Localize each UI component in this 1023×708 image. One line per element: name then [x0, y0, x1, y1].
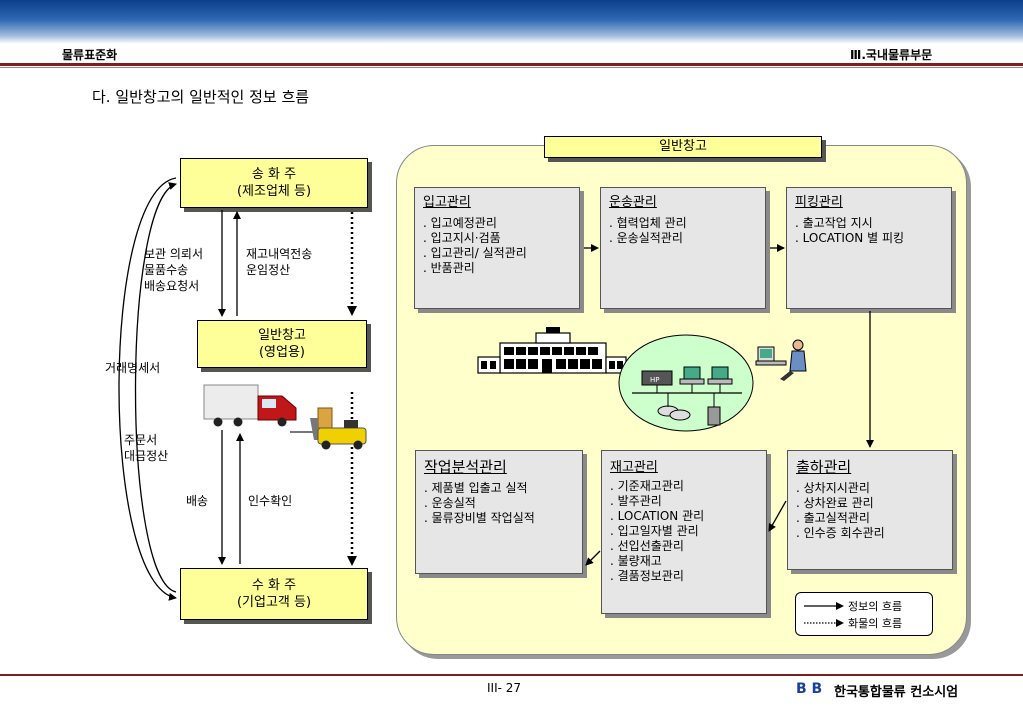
- arrow-shipping-inventory: [768, 500, 787, 532]
- consignee-line1: 수 화 주: [251, 578, 297, 593]
- picking-title: 피킹관리: [795, 195, 843, 210]
- transport-box: 운송관리 . 협력업체 관리 . 운송실적관리: [600, 187, 766, 309]
- inventory-item: . 불량재고: [610, 554, 662, 568]
- panel-title: 일반창고: [544, 136, 822, 158]
- company-logo: B B: [796, 681, 823, 697]
- workstation-icon: [711, 366, 729, 380]
- order-2: 대금정산: [124, 449, 169, 463]
- arrow-inventory-analysis: [585, 550, 601, 566]
- request-doc-2: 물품수송: [144, 263, 189, 277]
- section-title: 다. 일반창고의 일반적인 정보 흐름: [92, 88, 310, 106]
- header-rule: [0, 63, 1023, 66]
- inventory-report-2: 운임정산: [246, 263, 291, 277]
- inventory-item: . 선입선출관리: [610, 539, 684, 553]
- inventory-report-1: 재고내역전송: [246, 247, 313, 261]
- delivery-label: 배송: [186, 494, 209, 508]
- header-left-title: 물류표준화: [62, 48, 118, 62]
- legend-info-label: 정보의 흐름: [848, 600, 903, 613]
- inventory-report-label: 재고내역전송 운임정산: [246, 246, 312, 278]
- inbound-item: . 입고지시·검품: [423, 231, 501, 245]
- picking-box: 피킹관리 . 출고작업 지시 . LOCATION 별 피킹: [786, 187, 952, 309]
- picking-item: . LOCATION 별 피킹: [795, 231, 905, 245]
- inventory-title: 재고관리: [610, 460, 658, 475]
- top-gradient-bar: [0, 0, 1023, 44]
- legend-box: 정보의 흐름 화물의 흐름: [795, 592, 933, 636]
- shipping-item: . 상차지시관리: [796, 481, 870, 495]
- legend-goods-label: 화물의 흐름: [848, 617, 903, 630]
- warehouse-box: 일반창고 (영업용): [197, 320, 367, 368]
- consignee-box: 수 화 주 (기업고객 등): [180, 568, 368, 620]
- transport-item: . 협력업체 관리: [609, 216, 687, 230]
- inbound-title: 입고관리: [423, 195, 471, 210]
- tower-icon: [707, 406, 721, 426]
- curve-arrow-down: [118, 177, 177, 601]
- legend-lines: [804, 602, 844, 627]
- network-diagram: [618, 334, 754, 432]
- order-label: 주문서 대금정산: [124, 432, 168, 464]
- request-docs-label: 보관 의뢰서 물품수송 배송요청서: [144, 246, 203, 294]
- transport-item: . 운송실적관리: [609, 231, 683, 245]
- panel-flow-arrows: HP: [477, 244, 874, 566]
- header-rule-thin: [0, 67, 1023, 68]
- header-right-title: Ⅲ.국내물류부문: [850, 48, 933, 62]
- analysis-item: . 제품별 입출고 실적: [424, 481, 528, 495]
- shipper-line2: (제조업체 등): [236, 184, 312, 199]
- shipper-box: 송 화 주 (제조업체 등): [180, 158, 368, 208]
- inventory-item: . 기준재고관리: [610, 479, 684, 493]
- consignee-line2: (기업고객 등): [236, 595, 312, 610]
- left-flow-arrows: [118, 177, 367, 601]
- footer-rule: [0, 674, 1023, 676]
- analysis-item: . 운송실적: [424, 496, 476, 510]
- order-1: 주문서: [124, 433, 158, 447]
- curve-arrow-up: [134, 182, 177, 593]
- forklift-icon: [290, 407, 367, 450]
- inventory-item: . 발주관리: [610, 494, 662, 508]
- page-number: III- 27: [487, 681, 522, 695]
- server-hp-label: HP: [650, 376, 660, 384]
- workstation-icon: [683, 366, 701, 380]
- shipper-line1: 송 화 주: [251, 167, 297, 182]
- inbound-item: . 반품관리: [423, 261, 475, 275]
- analysis-box: 작업분석관리 . 제품별 입출고 실적 . 운송실적 . 물류장비별 작업실적: [415, 450, 583, 574]
- inbound-item: . 입고예정관리: [423, 216, 497, 230]
- picking-item: . 출고작업 지시: [795, 216, 873, 230]
- truck-icon: [203, 384, 297, 427]
- inbound-item: . 입고관리/ 실적관리: [423, 246, 527, 260]
- company-name: 한국통합물류 컨소시엄: [834, 685, 959, 700]
- request-doc-3: 배송요청서: [144, 279, 200, 293]
- transport-title: 운송관리: [609, 195, 657, 210]
- analysis-title: 작업분석관리: [424, 458, 507, 476]
- shipping-box: 출하관리 . 상차지시관리 . 상차완료 관리 . 출고실적관리 . 인수증 회…: [787, 450, 953, 570]
- request-doc-1: 보관 의뢰서: [144, 247, 204, 261]
- warehouse-line2: (영업용): [258, 345, 306, 360]
- warehouse-building-icon: [477, 327, 627, 374]
- receipt-label: 인수확인: [248, 494, 293, 508]
- inbound-box: 입고관리 . 입고예정관리 . 입고지시·검품 . 입고관리/ 실적관리 . 반…: [414, 187, 580, 309]
- shipping-item: . 상차완료 관리: [796, 496, 874, 510]
- analysis-item: . 물류장비별 작업실적: [424, 511, 535, 525]
- inventory-item: . LOCATION 관리: [610, 509, 705, 523]
- inventory-item: . 입고일자별 관리: [610, 524, 699, 538]
- shipping-item: . 출고실적관리: [796, 511, 870, 525]
- operator-icon: [755, 339, 807, 381]
- shipping-item: . 인수증 회수관리: [796, 526, 885, 540]
- inventory-box: 재고관리 . 기준재고관리 . 발주관리 . LOCATION 관리 . 입고일…: [601, 450, 767, 614]
- shipping-title: 출하관리: [796, 458, 852, 476]
- inventory-item: . 결품정보관리: [610, 569, 684, 583]
- warehouse-line1: 일반창고: [258, 328, 306, 343]
